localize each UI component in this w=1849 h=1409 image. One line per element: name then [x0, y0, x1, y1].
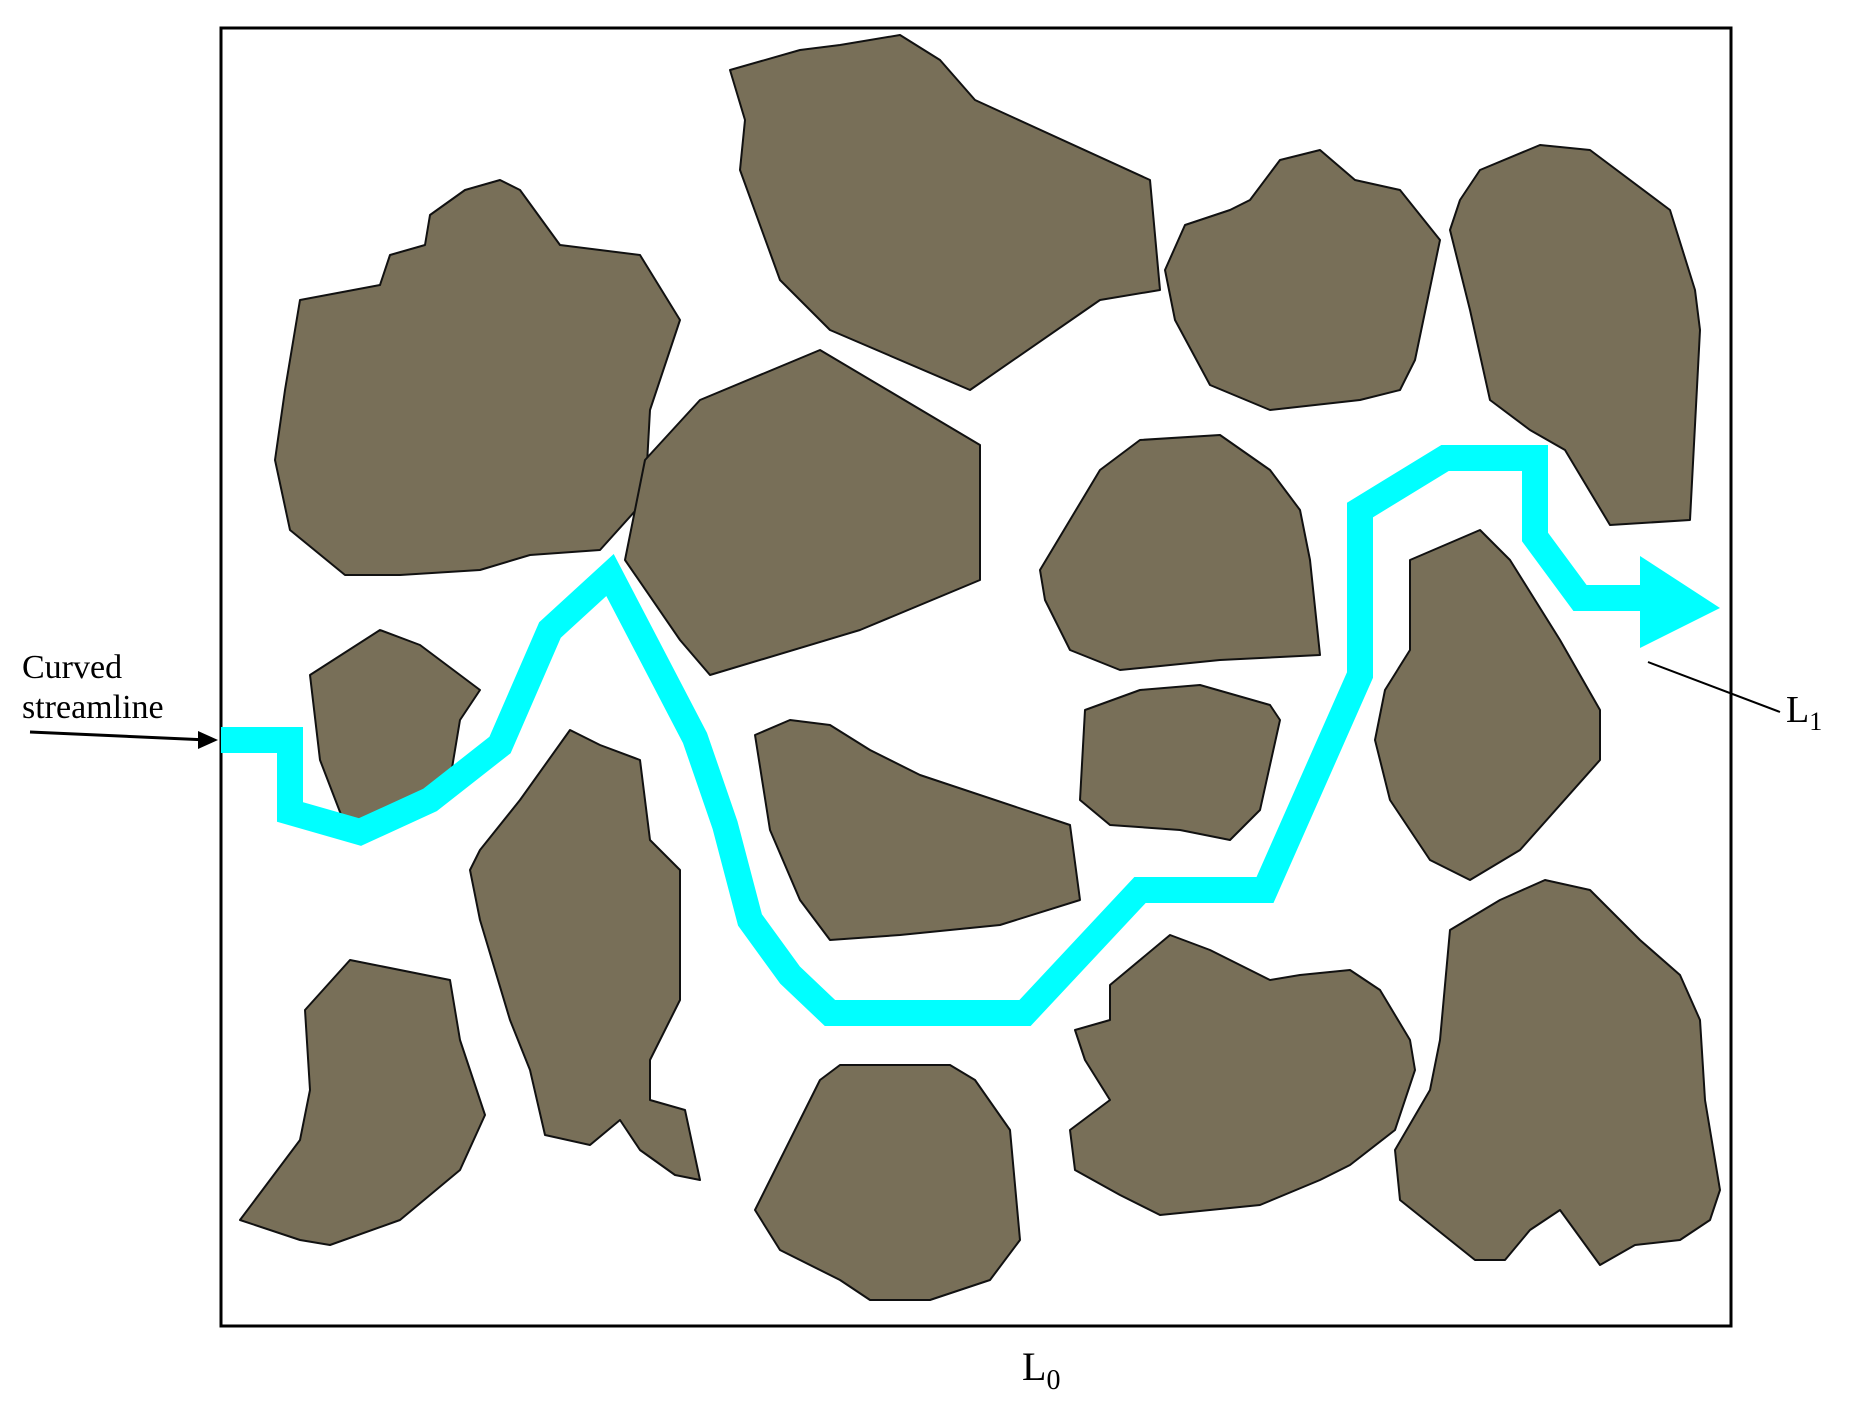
grain-top-right-mid — [1164, 149, 1441, 411]
l1-label-sub: 1 — [1809, 707, 1822, 736]
grain-center-hex — [624, 349, 981, 676]
domain-border — [219, 26, 1733, 1328]
grain-top-right — [1449, 144, 1701, 526]
grain-center-mid — [754, 719, 1081, 941]
l0-label-main: L — [1022, 1344, 1046, 1389]
grain-top-center — [729, 34, 1161, 391]
curved-streamline-label-line1: Curved — [22, 649, 122, 686]
l0-label-sub: 0 — [1046, 1365, 1060, 1396]
curved-streamline-path — [221, 445, 1640, 1026]
grain-left-tall — [469, 729, 701, 1181]
grain-center-right — [1039, 434, 1321, 671]
grain-bottom-right — [1394, 879, 1721, 1266]
grain-bottom-center-right — [1069, 934, 1416, 1216]
streamline-arrowhead — [1640, 556, 1720, 648]
l0-label: L0 — [1022, 1344, 1060, 1396]
l1-label: L1 — [1786, 689, 1822, 736]
grain-bottom-left — [239, 959, 486, 1246]
grain-right-mid-small — [1079, 684, 1281, 841]
curved-streamline-pointer-head — [198, 731, 218, 749]
curved-streamline-pointer — [29, 730, 209, 742]
grain-right-tall — [1374, 529, 1601, 881]
l1-pointer — [1647, 661, 1781, 713]
grain-top-left — [274, 179, 681, 576]
curved-streamline-label-line2: streamline — [22, 689, 164, 726]
l1-label-main: L — [1786, 689, 1809, 731]
grains-group — [239, 34, 1721, 1301]
grain-bottom-center — [754, 1064, 1021, 1301]
